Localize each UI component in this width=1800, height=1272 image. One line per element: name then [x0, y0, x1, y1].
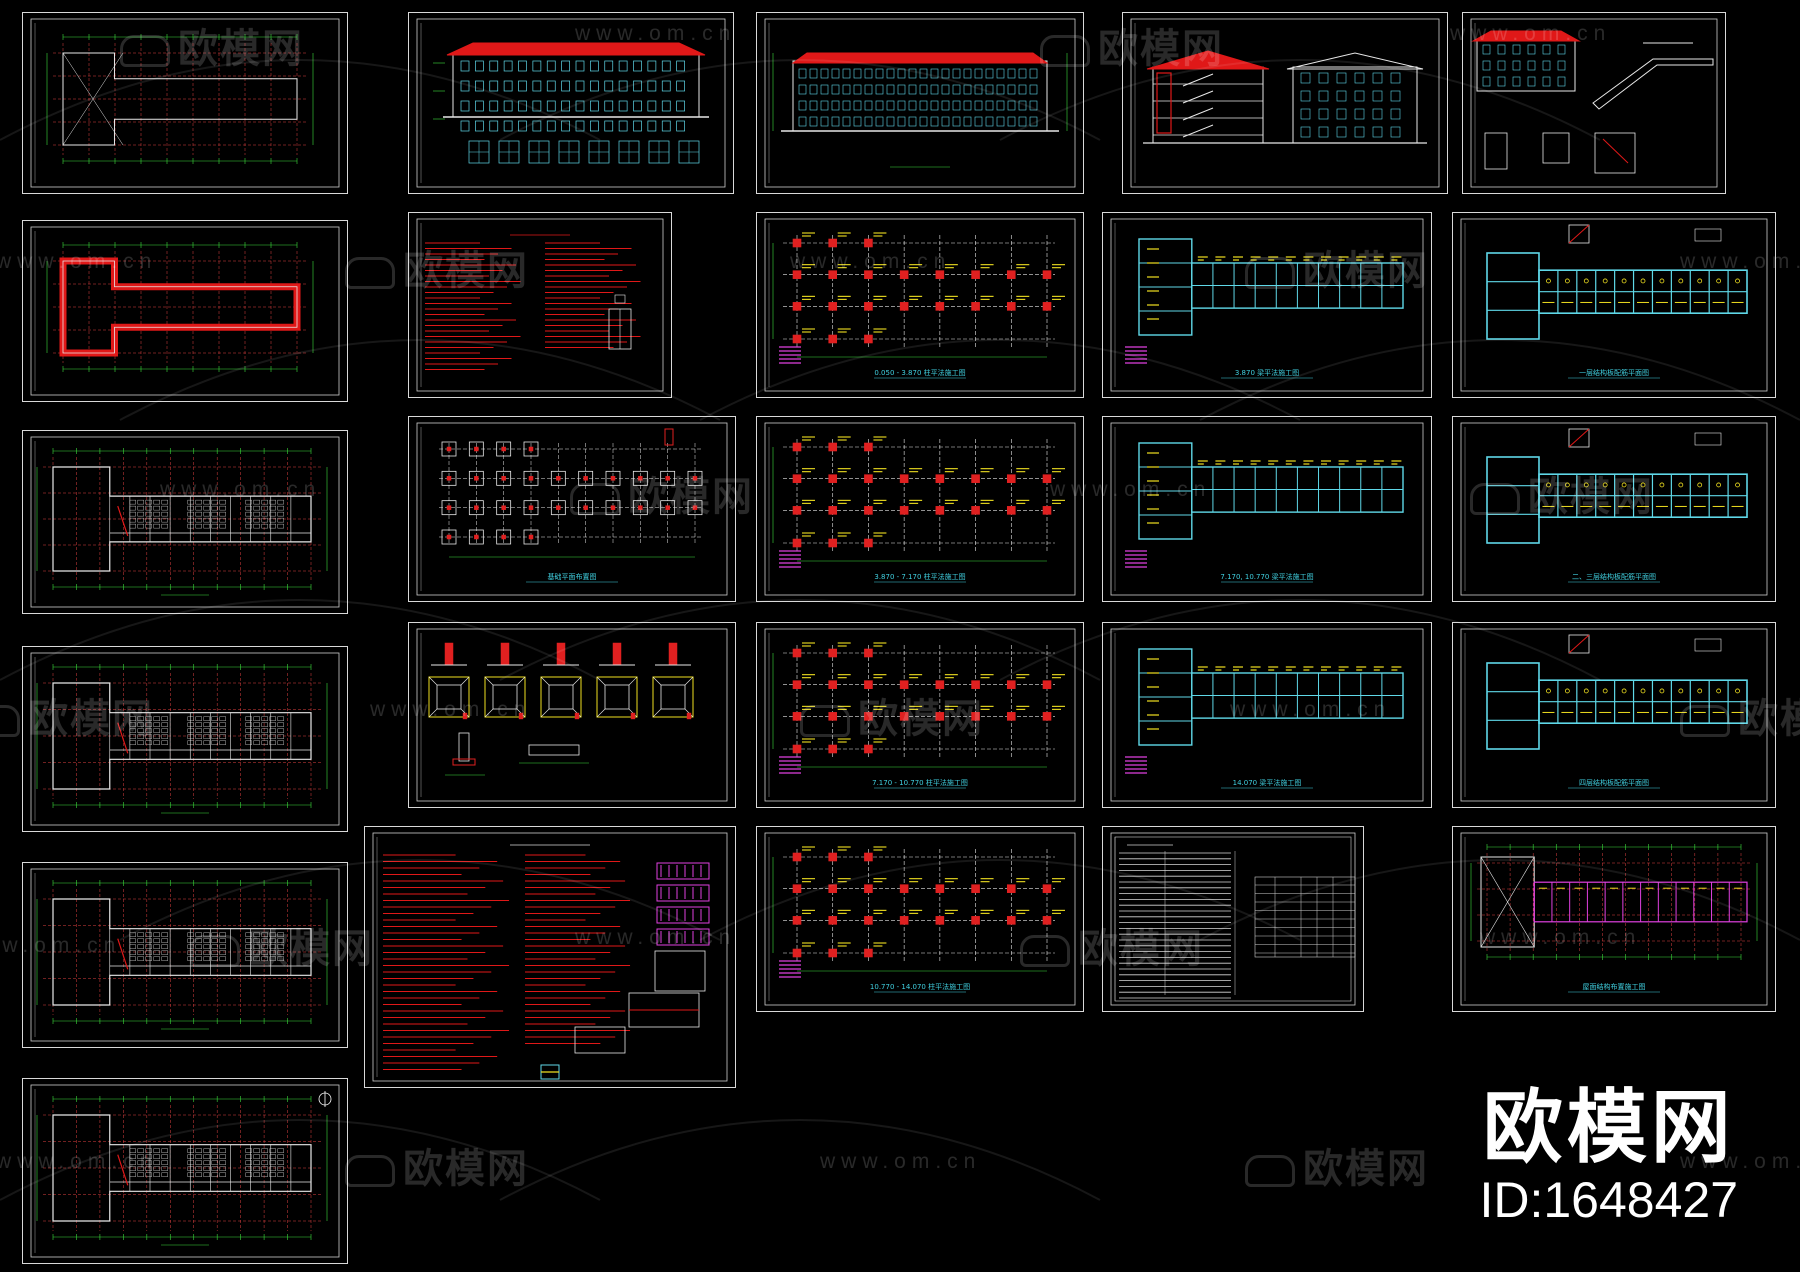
- drawing-sheet-schedule[interactable]: [1102, 826, 1364, 1012]
- sheet-caption: 二、三层结构板配筋平面图: [1572, 572, 1656, 581]
- sheet-caption: 0.050 - 3.870 柱平法施工图: [874, 368, 965, 377]
- sheet-caption: 3.870 梁平法施工图: [1235, 368, 1299, 377]
- drawing-sheet-foundation-plan[interactable]: 基础平面布置图: [408, 416, 736, 602]
- model-id: ID:1648427: [1479, 1172, 1738, 1228]
- drawing-sheet-floor-plan-3[interactable]: [22, 862, 348, 1048]
- sheet-drawing: 四层结构板配筋平面图: [1460, 628, 1768, 802]
- drawing-sheet-column-plan-2[interactable]: 3.870 - 7.170 柱平法施工图: [756, 416, 1084, 602]
- drawing-sheet-beam-plan-3[interactable]: 14.070 梁平法施工图: [1102, 622, 1432, 808]
- drawing-sheet-beam-plan-2[interactable]: 7.170, 10.770 梁平法施工图: [1102, 416, 1432, 602]
- sheet-caption: 10.770 - 14.070 柱平法施工图: [870, 982, 970, 991]
- sheet-drawing: 14.070 梁平法施工图: [1110, 628, 1424, 802]
- brand-stamp: 欧模网 ID:1648427: [1479, 1085, 1738, 1229]
- sheet-drawing: 3.870 梁平法施工图: [1110, 218, 1424, 392]
- sheet-drawing: 10.770 - 14.070 柱平法施工图: [764, 832, 1076, 1006]
- drawing-sheet-roof-plan-red[interactable]: [22, 220, 348, 402]
- drawing-sheet-slab-plan-2[interactable]: 二、三层结构板配筋平面图: [1452, 416, 1776, 602]
- sheet-drawing: [1110, 832, 1356, 1006]
- sheet-caption: 7.170 - 10.770 柱平法施工图: [872, 778, 968, 787]
- sheet-drawing: 一层结构板配筋平面图: [1460, 218, 1768, 392]
- watermark-sofa-icon: [345, 257, 395, 290]
- sheet-drawing: [416, 218, 664, 392]
- drawing-sheet-floor-plan-1[interactable]: [22, 430, 348, 614]
- sheet-drawing: [1130, 18, 1440, 188]
- sheet-drawing: 7.170 - 10.770 柱平法施工图: [764, 628, 1076, 802]
- drawing-sheet-design-notes[interactable]: [408, 212, 672, 398]
- drawing-sheet-structural-notes[interactable]: [364, 826, 736, 1088]
- drawing-sheet-front-elevation[interactable]: [408, 12, 734, 194]
- drawing-sheet-ground-plan[interactable]: [22, 1078, 348, 1264]
- sheet-drawing: [372, 832, 728, 1082]
- sheet-caption: 四层结构板配筋平面图: [1579, 778, 1649, 787]
- drawing-sheet-column-plan-1[interactable]: 0.050 - 3.870 柱平法施工图: [756, 212, 1084, 398]
- watermark-sofa-icon: [345, 1155, 395, 1188]
- sheet-caption: 7.170, 10.770 梁平法施工图: [1220, 572, 1313, 581]
- watermark-sofa-icon: [0, 705, 20, 738]
- brand-name: 欧模网: [1482, 1081, 1735, 1174]
- sheet-drawing: [30, 652, 340, 826]
- drawing-sheet-roof-structure[interactable]: 屋面结构布置施工图: [1452, 826, 1776, 1012]
- watermark-url: www.om.cn: [1680, 1150, 1800, 1173]
- drawing-sheet-long-elevation[interactable]: [756, 12, 1084, 194]
- sheet-drawing: [30, 436, 340, 608]
- sheet-drawing: [30, 1084, 340, 1258]
- sheet-drawing: 3.870 - 7.170 柱平法施工图: [764, 422, 1076, 596]
- drawing-sheet-beam-plan-1[interactable]: 3.870 梁平法施工图: [1102, 212, 1432, 398]
- drawing-sheet-column-plan-3[interactable]: 7.170 - 10.770 柱平法施工图: [756, 622, 1084, 808]
- drawing-sheet-side-elevations[interactable]: [1122, 12, 1448, 194]
- sheet-caption: 一层结构板配筋平面图: [1579, 368, 1649, 377]
- sheet-drawing: [30, 18, 340, 188]
- sheet-caption: 3.870 - 7.170 柱平法施工图: [874, 572, 965, 581]
- sheet-drawing: 基础平面布置图: [416, 422, 728, 596]
- sheet-drawing: 7.170, 10.770 梁平法施工图: [1110, 422, 1424, 596]
- drawing-sheet-column-plan-4[interactable]: 10.770 - 14.070 柱平法施工图: [756, 826, 1084, 1012]
- drawing-sheet-floor-plan-2[interactable]: [22, 646, 348, 832]
- watermark-logo: 欧模网: [1245, 1136, 1429, 1194]
- sheet-drawing: 二、三层结构板配筋平面图: [1460, 422, 1768, 596]
- drawing-sheet-roof-plan[interactable]: [22, 12, 348, 194]
- drawing-sheet-slab-plan-1[interactable]: 一层结构板配筋平面图: [1452, 212, 1776, 398]
- sheet-drawing: [416, 628, 728, 802]
- sheet-caption: 屋面结构布置施工图: [1583, 982, 1646, 991]
- sheet-drawing: [30, 226, 340, 396]
- watermark-logo: 欧模网: [345, 1136, 529, 1194]
- sheet-caption: 基础平面布置图: [548, 572, 597, 581]
- watermark-url: www.om.cn: [820, 1150, 982, 1173]
- sheet-drawing: [30, 868, 340, 1042]
- sheet-drawing: 0.050 - 3.870 柱平法施工图: [764, 218, 1076, 392]
- sheet-drawing: [416, 18, 726, 188]
- drawing-sheet-elevation-details[interactable]: [1462, 12, 1726, 194]
- watermark-sofa-icon: [1245, 1155, 1295, 1188]
- sheet-drawing: [1470, 18, 1718, 188]
- drawing-sheet-slab-plan-3[interactable]: 四层结构板配筋平面图: [1452, 622, 1776, 808]
- sheet-drawing: 屋面结构布置施工图: [1460, 832, 1768, 1006]
- drawing-sheet-footing-details[interactable]: [408, 622, 736, 808]
- sheet-drawing: [764, 18, 1076, 188]
- sheet-caption: 14.070 梁平法施工图: [1233, 778, 1302, 787]
